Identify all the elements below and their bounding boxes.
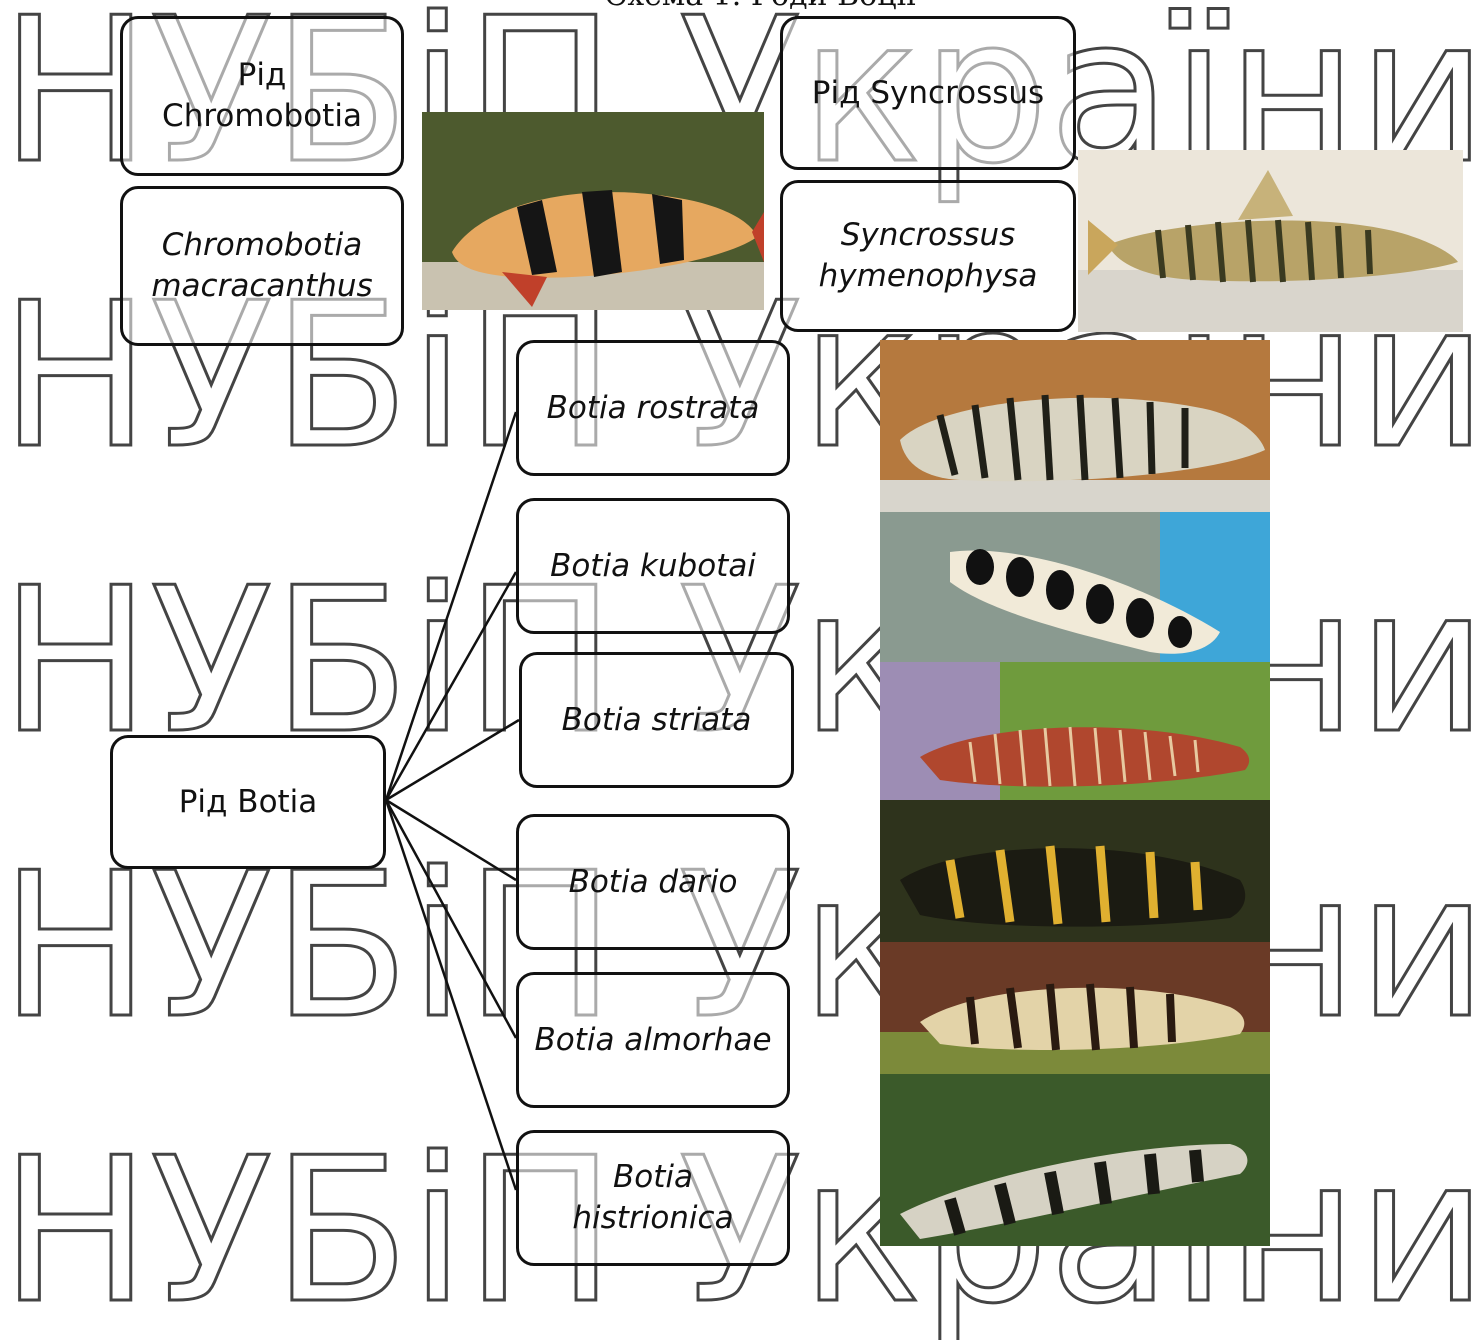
photo-botia-histrionica <box>880 1074 1270 1246</box>
species-box-striata: Botia striata <box>519 652 794 788</box>
species-box-dario: Botia dario <box>516 814 790 950</box>
species-chromobotia-label-1: Chromobotia <box>151 225 372 266</box>
genus-syncrossus-label: Рід Syncrossus <box>812 73 1044 114</box>
photo-botia-rostrata <box>880 340 1270 512</box>
genus-syncrossus-box: Рід Syncrossus <box>780 16 1076 170</box>
species-syncrossus-label-1: Syncrossus <box>819 215 1038 256</box>
species-box-almorhae: Botia almorhae <box>516 972 790 1108</box>
species-label-dario: Botia dario <box>569 862 738 903</box>
species-box-rostrata: Botia rostrata <box>516 340 790 476</box>
species-label-almorhae: Botia almorhae <box>534 1020 771 1061</box>
genus-chromobotia-label-2: Chromobotia <box>162 96 362 137</box>
species-box-kubotai: Botia kubotai <box>516 498 790 634</box>
connector-almorhae <box>386 800 516 1038</box>
photo-botia-almorhae <box>880 942 1270 1074</box>
genus-botia-box: Рід Botia <box>110 735 386 869</box>
species-box-histrionica: Botia histrionica <box>516 1130 790 1266</box>
photo-botia-dario <box>880 800 1270 942</box>
connector-histrionica <box>386 800 516 1190</box>
photo-chromobotia-macracanthus <box>422 112 764 310</box>
genus-chromobotia-label-1: Рід <box>162 55 362 96</box>
species-label-rostrata: Botia rostrata <box>547 388 760 429</box>
species-label-histrionica: Botia histrionica <box>529 1157 777 1239</box>
species-syncrossus-box: Syncrossus hymenophysa <box>780 180 1076 332</box>
photo-botia-striata <box>880 662 1270 800</box>
photo-syncrossus-hymenophysa <box>1078 150 1463 332</box>
species-chromobotia-box: Chromobotia macracanthus <box>120 186 404 346</box>
genus-chromobotia-box: Рід Chromobotia <box>120 16 404 176</box>
species-chromobotia-label-2: macracanthus <box>151 266 372 307</box>
connector-dario <box>386 800 516 880</box>
species-label-kubotai: Botia kubotai <box>550 546 756 587</box>
connector-striata <box>386 720 519 800</box>
genus-botia-label: Рід Botia <box>179 782 318 823</box>
photo-botia-kubotai <box>880 512 1270 662</box>
species-syncrossus-label-2: hymenophysa <box>819 256 1038 297</box>
species-label-striata: Botia striata <box>562 700 752 741</box>
